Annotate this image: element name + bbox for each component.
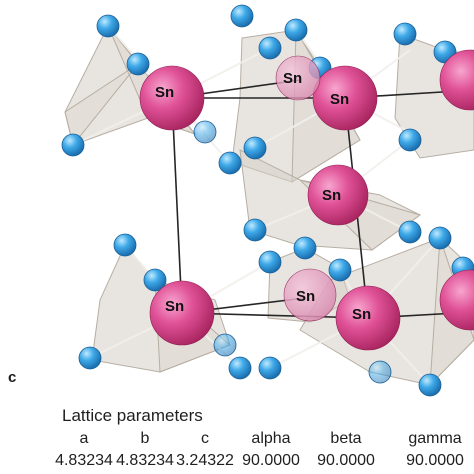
lattice-header-c: c bbox=[201, 430, 209, 447]
sn-atom bbox=[307, 164, 369, 226]
sn-label: Sn bbox=[322, 187, 341, 204]
lattice-header-gamma: gamma bbox=[408, 430, 462, 447]
sn-atom bbox=[335, 285, 401, 351]
o-atom bbox=[126, 52, 150, 76]
o-atom bbox=[398, 220, 422, 244]
sn-labels: Sn Sn Sn Sn Sn Sn Sn bbox=[155, 70, 371, 323]
lattice-header-alpha: alpha bbox=[251, 430, 291, 447]
o-atom bbox=[258, 356, 282, 380]
sn-atom bbox=[139, 65, 205, 131]
sn-label: Sn bbox=[330, 91, 349, 108]
lattice-value-c: 3.24322 bbox=[176, 452, 234, 469]
o-atom bbox=[96, 14, 120, 38]
o-atom bbox=[328, 258, 352, 282]
lattice-value-beta: 90.0000 bbox=[317, 452, 375, 469]
lattice-header-b: b bbox=[140, 430, 150, 447]
lattice-value-alpha: 90.0000 bbox=[242, 452, 300, 469]
sn-label: Sn bbox=[165, 298, 184, 315]
lattice-header-a: a bbox=[79, 430, 89, 447]
o-atom bbox=[61, 133, 85, 157]
o-atom bbox=[213, 333, 237, 357]
o-atom bbox=[243, 218, 267, 242]
o-atom bbox=[258, 250, 282, 274]
sn-atom bbox=[283, 268, 337, 322]
o-atom bbox=[143, 268, 167, 292]
o-atom bbox=[113, 233, 137, 257]
o-atom bbox=[258, 36, 282, 60]
tin-atoms bbox=[139, 49, 474, 351]
lattice-value-b: 4.83234 bbox=[116, 452, 174, 469]
sn-atom bbox=[439, 49, 474, 111]
lattice-header-beta: beta bbox=[330, 430, 362, 447]
o-atom bbox=[398, 128, 422, 152]
sn-atom bbox=[149, 280, 215, 346]
sn-label: Sn bbox=[283, 70, 302, 87]
o-atom bbox=[368, 360, 392, 384]
o-atom bbox=[230, 4, 254, 28]
o-atom bbox=[78, 346, 102, 370]
lattice-value-a: 4.83234 bbox=[55, 452, 113, 469]
sn-label: Sn bbox=[296, 288, 315, 305]
o-atom bbox=[393, 22, 417, 46]
lattice-parameters-title: Lattice parameters bbox=[62, 406, 203, 425]
o-atom bbox=[243, 136, 267, 160]
sn-atom bbox=[439, 269, 474, 331]
sn-label: Sn bbox=[352, 306, 371, 323]
lattice-value-gamma: 90.0000 bbox=[406, 452, 464, 469]
o-atom bbox=[218, 151, 242, 175]
sn-atom bbox=[275, 55, 321, 101]
panel-label: c bbox=[8, 369, 17, 386]
o-atom bbox=[284, 18, 308, 42]
sn-atom bbox=[312, 65, 378, 131]
o-atom bbox=[293, 236, 317, 260]
o-atom bbox=[428, 226, 452, 250]
octahedra-layer bbox=[64, 25, 474, 387]
lattice-value-row: 4.83234 4.83234 3.24322 90.0000 90.0000 … bbox=[0, 452, 474, 472]
o-atom bbox=[418, 373, 442, 397]
lattice-header-row: a b c alpha beta gamma bbox=[0, 430, 474, 450]
sn-label: Sn bbox=[155, 84, 174, 101]
o-atom bbox=[193, 120, 217, 144]
o-atom bbox=[228, 356, 252, 380]
